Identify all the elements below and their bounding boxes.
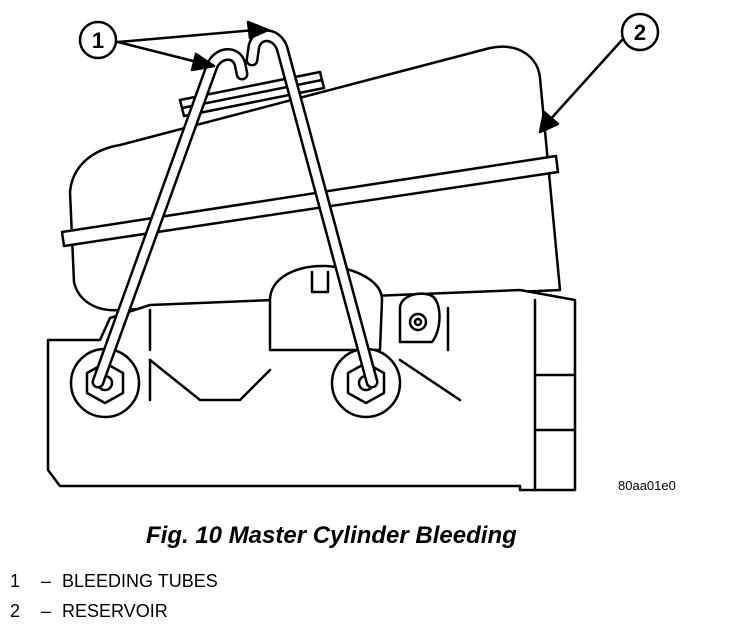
- legend-item-text: BLEEDING TUBES: [62, 571, 218, 591]
- legend: 1–BLEEDING TUBES 2–RESERVOIR: [10, 566, 218, 626]
- legend-item-separator: –: [40, 601, 51, 621]
- legend-item-text: RESERVOIR: [62, 601, 168, 621]
- master-cylinder-diagram: 1 2 80aa01e0: [46, 12, 676, 493]
- bleeding-tube-right: [245, 29, 379, 389]
- callout-1-arrowheads: [190, 20, 270, 72]
- figure-caption: Fig. 10 Master Cylinder Bleeding: [146, 522, 517, 549]
- master-cylinder-body: [46, 264, 577, 492]
- callout-2: [538, 12, 660, 134]
- callout-1: [78, 20, 257, 66]
- legend-item: 1–BLEEDING TUBES: [10, 566, 218, 596]
- legend-item-number: 1: [10, 571, 21, 591]
- legend-item-separator: –: [40, 571, 51, 591]
- legend-item: 2–RESERVOIR: [10, 596, 218, 626]
- callout-1-label: 1: [92, 28, 104, 53]
- callout-2-label: 2: [634, 20, 646, 45]
- image-code: 80aa01e0: [618, 478, 676, 493]
- legend-item-number: 2: [10, 601, 21, 621]
